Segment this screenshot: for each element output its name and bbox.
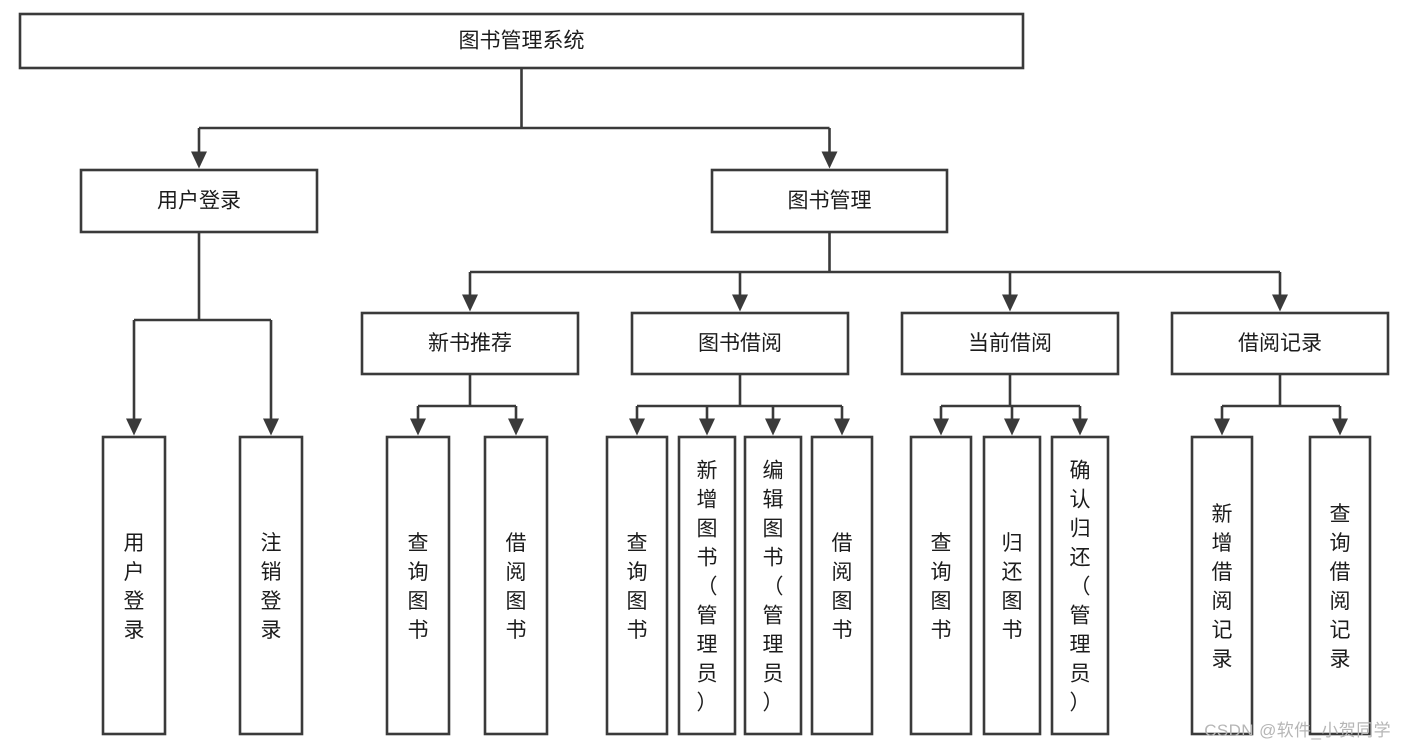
- node-label: 用户登录: [124, 532, 145, 642]
- node-box[interactable]: [385, 435, 451, 736]
- node-box[interactable]: [900, 311, 1120, 376]
- node-l1_0[interactable]: 用户登录: [79, 168, 319, 234]
- node-l1_1[interactable]: 图书管理: [710, 168, 949, 234]
- node-leaf_a0[interactable]: 用户登录: [101, 435, 167, 736]
- arrow-head-icon: [263, 418, 279, 436]
- node-box[interactable]: [810, 435, 874, 736]
- node-label: 借阅图书: [832, 532, 853, 642]
- arrow-head-icon: [933, 418, 949, 436]
- node-label: 图书借阅: [698, 332, 782, 355]
- arrow-head-icon: [821, 151, 838, 169]
- arrow-head-icon: [191, 151, 207, 169]
- node-label: 图书管理: [788, 190, 872, 213]
- node-box[interactable]: [79, 168, 319, 234]
- node-box[interactable]: [710, 168, 949, 234]
- node-leaf_c2[interactable]: 编辑图书（管理员）: [743, 435, 803, 736]
- node-label: 查询图书: [408, 532, 429, 642]
- arrow-head-icon: [732, 294, 748, 312]
- node-root[interactable]: 图书管理系统: [18, 12, 1025, 70]
- node-box[interactable]: [1170, 311, 1390, 376]
- node-leaf_e0[interactable]: 新增借阅记录: [1190, 435, 1254, 736]
- node-label: 注销登录: [261, 532, 282, 642]
- arrow-head-icon: [1072, 418, 1088, 436]
- node-leaf_b1[interactable]: 借阅图书: [483, 435, 549, 736]
- connector-group: [1214, 374, 1348, 436]
- node-l2_2[interactable]: 当前借阅: [900, 311, 1120, 376]
- arrow-head-icon: [765, 418, 781, 436]
- csdn-watermark: CSDN @软件_小贺同学: [1204, 721, 1391, 740]
- node-label: 图书管理系统: [459, 30, 585, 53]
- node-box[interactable]: [677, 435, 737, 736]
- connector-group: [933, 374, 1088, 436]
- node-leaf_b0[interactable]: 查询图书: [385, 435, 451, 736]
- node-leaf_c3[interactable]: 借阅图书: [810, 435, 874, 736]
- node-l2_1[interactable]: 图书借阅: [630, 311, 850, 376]
- arrow-head-icon: [1002, 294, 1018, 312]
- node-box[interactable]: [360, 311, 580, 376]
- node-leaf_e1[interactable]: 查询借阅记录: [1308, 435, 1372, 736]
- arrow-head-icon: [508, 418, 524, 436]
- arrow-head-icon: [1332, 418, 1348, 436]
- node-label: 查询图书: [931, 532, 952, 642]
- arrow-head-icon: [1272, 294, 1288, 312]
- node-box[interactable]: [630, 311, 850, 376]
- arrow-head-icon: [1214, 418, 1230, 436]
- arrow-head-icon: [834, 418, 850, 436]
- node-label: 当前借阅: [968, 332, 1052, 355]
- node-box[interactable]: [483, 435, 549, 736]
- node-leaf_c1[interactable]: 新增图书（管理员）: [677, 435, 737, 736]
- node-box[interactable]: [605, 435, 669, 736]
- arrow-head-icon: [1004, 418, 1020, 436]
- node-label: 借阅图书: [506, 532, 527, 642]
- node-label: 借阅记录: [1238, 332, 1322, 355]
- connector-group: [462, 232, 1288, 312]
- arrow-head-icon: [462, 294, 478, 312]
- connector-group: [126, 232, 279, 436]
- node-box[interactable]: [909, 435, 973, 736]
- connector-group: [410, 374, 524, 436]
- node-label: 查询借阅记录: [1330, 503, 1351, 671]
- node-box[interactable]: [238, 435, 304, 736]
- node-l2_0[interactable]: 新书推荐: [360, 311, 580, 376]
- node-leaf_d0[interactable]: 查询图书: [909, 435, 973, 736]
- node-l2_3[interactable]: 借阅记录: [1170, 311, 1390, 376]
- node-box[interactable]: [1308, 435, 1372, 736]
- node-label: 归还图书: [1002, 532, 1023, 642]
- node-box[interactable]: [18, 12, 1025, 70]
- node-box[interactable]: [1050, 435, 1110, 736]
- node-label: 新增图书（管理员）: [697, 460, 718, 715]
- node-box[interactable]: [982, 435, 1042, 736]
- arrow-head-icon: [410, 418, 426, 436]
- node-label: 新书推荐: [428, 332, 512, 355]
- arrow-head-icon: [629, 418, 645, 436]
- node-box[interactable]: [101, 435, 167, 736]
- node-layer: 图书管理系统用户登录图书管理新书推荐图书借阅当前借阅借阅记录用户登录注销登录查询…: [18, 12, 1390, 736]
- node-box[interactable]: [1190, 435, 1254, 736]
- node-label: 用户登录: [157, 190, 241, 213]
- node-leaf_d1[interactable]: 归还图书: [982, 435, 1042, 736]
- connector-layer: [126, 68, 1348, 436]
- arrow-head-icon: [699, 418, 715, 436]
- node-label: 新增借阅记录: [1212, 503, 1233, 671]
- node-box[interactable]: [743, 435, 803, 736]
- node-leaf_d2[interactable]: 确认归还（管理员）: [1050, 435, 1110, 736]
- node-leaf_a1[interactable]: 注销登录: [238, 435, 304, 736]
- node-label: 确认归还（管理员）: [1070, 460, 1091, 715]
- connector-group: [191, 68, 838, 169]
- connector-group: [629, 374, 850, 436]
- node-label: 编辑图书（管理员）: [763, 460, 784, 715]
- node-label: 查询图书: [627, 532, 648, 642]
- arrow-head-icon: [126, 418, 142, 436]
- node-leaf_c0[interactable]: 查询图书: [605, 435, 669, 736]
